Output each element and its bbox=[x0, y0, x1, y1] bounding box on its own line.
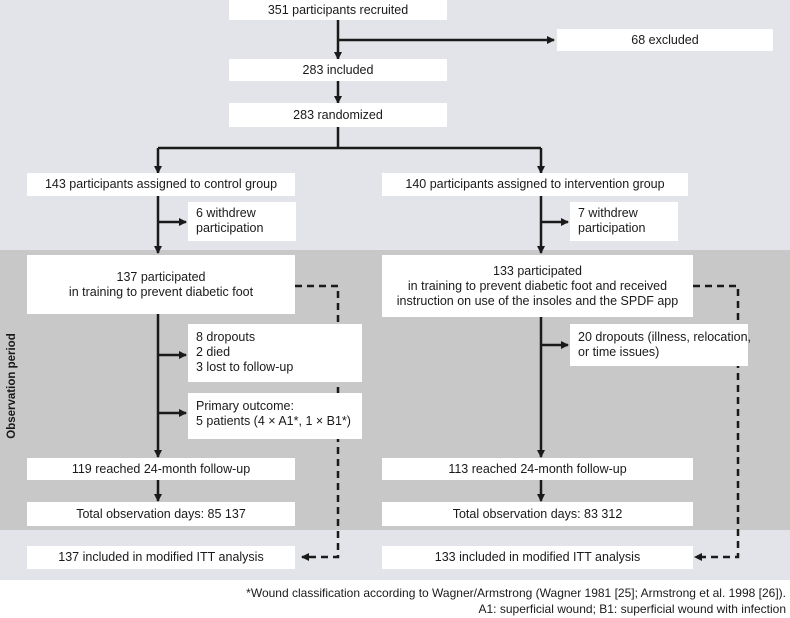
control-followup-text: 119 reached 24-month follow-up bbox=[71, 461, 251, 476]
intervention-itt-box: 133 included in modified ITT analysis bbox=[382, 546, 693, 569]
recruited-text: 351 participants recruited bbox=[267, 2, 409, 17]
recruited-box: 351 participants recruited bbox=[229, 0, 447, 20]
control-primary-outcome-line-2: 5 patients (4 × A1*, 1 × B1*) bbox=[196, 414, 351, 428]
included-box: 283 included bbox=[229, 59, 447, 81]
control-withdrew-line-1: 6 withdrew bbox=[196, 206, 256, 220]
control-participated-line-1: 137 participated bbox=[116, 269, 206, 284]
control-itt-text: 137 included in modified ITT analysis bbox=[58, 550, 264, 564]
control-assigned-box: 143 participants assigned to control gro… bbox=[27, 173, 295, 196]
control-dropouts-line-2: 2 died bbox=[196, 345, 231, 359]
control-followup-box: 119 reached 24-month follow-up bbox=[27, 458, 295, 480]
intervention-participated-line-3: instruction on use of the insoles and th… bbox=[396, 293, 679, 308]
intervention-dropouts-box: 20 dropouts (illness, relocation, or tim… bbox=[570, 324, 752, 366]
footnote-line-2: A1: superficial wound; B1: superficial w… bbox=[478, 602, 787, 616]
control-observation-days-box: Total observation days: 85 137 bbox=[27, 502, 295, 526]
intervention-observation-days-text: Total observation days: 83 312 bbox=[452, 506, 623, 521]
intervention-withdrew-box: 7 withdrew participation bbox=[570, 202, 678, 241]
intervention-assigned-text: 140 participants assigned to interventio… bbox=[405, 177, 665, 191]
control-participated-box: 137 participated in training to prevent … bbox=[27, 255, 295, 314]
control-dropouts-box: 8 dropouts 2 died 3 lost to follow-up bbox=[188, 324, 362, 382]
observation-period-label: Observation period bbox=[6, 333, 18, 439]
excluded-text: 68 excluded bbox=[631, 32, 699, 47]
randomized-box: 283 randomized bbox=[229, 103, 447, 127]
control-withdrew-box: 6 withdrew participation bbox=[188, 202, 296, 241]
control-assigned-text: 143 participants assigned to control gro… bbox=[44, 177, 278, 191]
control-observation-days-text: Total observation days: 85 137 bbox=[76, 506, 246, 521]
intervention-observation-days-box: Total observation days: 83 312 bbox=[382, 502, 693, 526]
intervention-participated-line-2: in training to prevent diabetic foot and… bbox=[407, 278, 668, 293]
control-primary-outcome-box: Primary outcome: 5 patients (4 × A1*, 1 … bbox=[188, 393, 362, 439]
intervention-dropouts-line-1: 20 dropouts (illness, relocation, bbox=[578, 330, 752, 344]
intervention-followup-text: 113 reached 24-month follow-up bbox=[448, 461, 627, 476]
intervention-followup-box: 113 reached 24-month follow-up bbox=[382, 458, 693, 480]
intervention-assigned-box: 140 participants assigned to interventio… bbox=[382, 173, 688, 196]
intervention-withdrew-line-1: 7 withdrew bbox=[578, 206, 638, 220]
control-dropouts-line-3: 3 lost to follow-up bbox=[196, 360, 294, 374]
intervention-participated-box: 133 participated in training to prevent … bbox=[382, 255, 693, 317]
intervention-dropouts-line-2: or time issues) bbox=[578, 345, 660, 359]
dashed-intervention-itt bbox=[693, 284, 740, 561]
excluded-box: 68 excluded bbox=[557, 29, 773, 51]
randomized-text: 283 randomized bbox=[293, 107, 383, 122]
intervention-withdrew-line-2: participation bbox=[578, 221, 646, 235]
included-text: 283 included bbox=[302, 62, 374, 77]
control-itt-box: 137 included in modified ITT analysis bbox=[27, 546, 295, 569]
intervention-participated-line-1: 133 participated bbox=[493, 263, 582, 278]
intervention-itt-text: 133 included in modified ITT analysis bbox=[434, 550, 641, 564]
footnote-line-1: *Wound classification according to Wagne… bbox=[246, 586, 786, 600]
control-dropouts-line-1: 8 dropouts bbox=[196, 330, 256, 344]
control-primary-outcome-line-1: Primary outcome: bbox=[196, 399, 294, 413]
control-withdrew-line-2: participation bbox=[196, 221, 264, 235]
control-participated-line-2: in training to prevent diabetic foot bbox=[68, 284, 254, 299]
